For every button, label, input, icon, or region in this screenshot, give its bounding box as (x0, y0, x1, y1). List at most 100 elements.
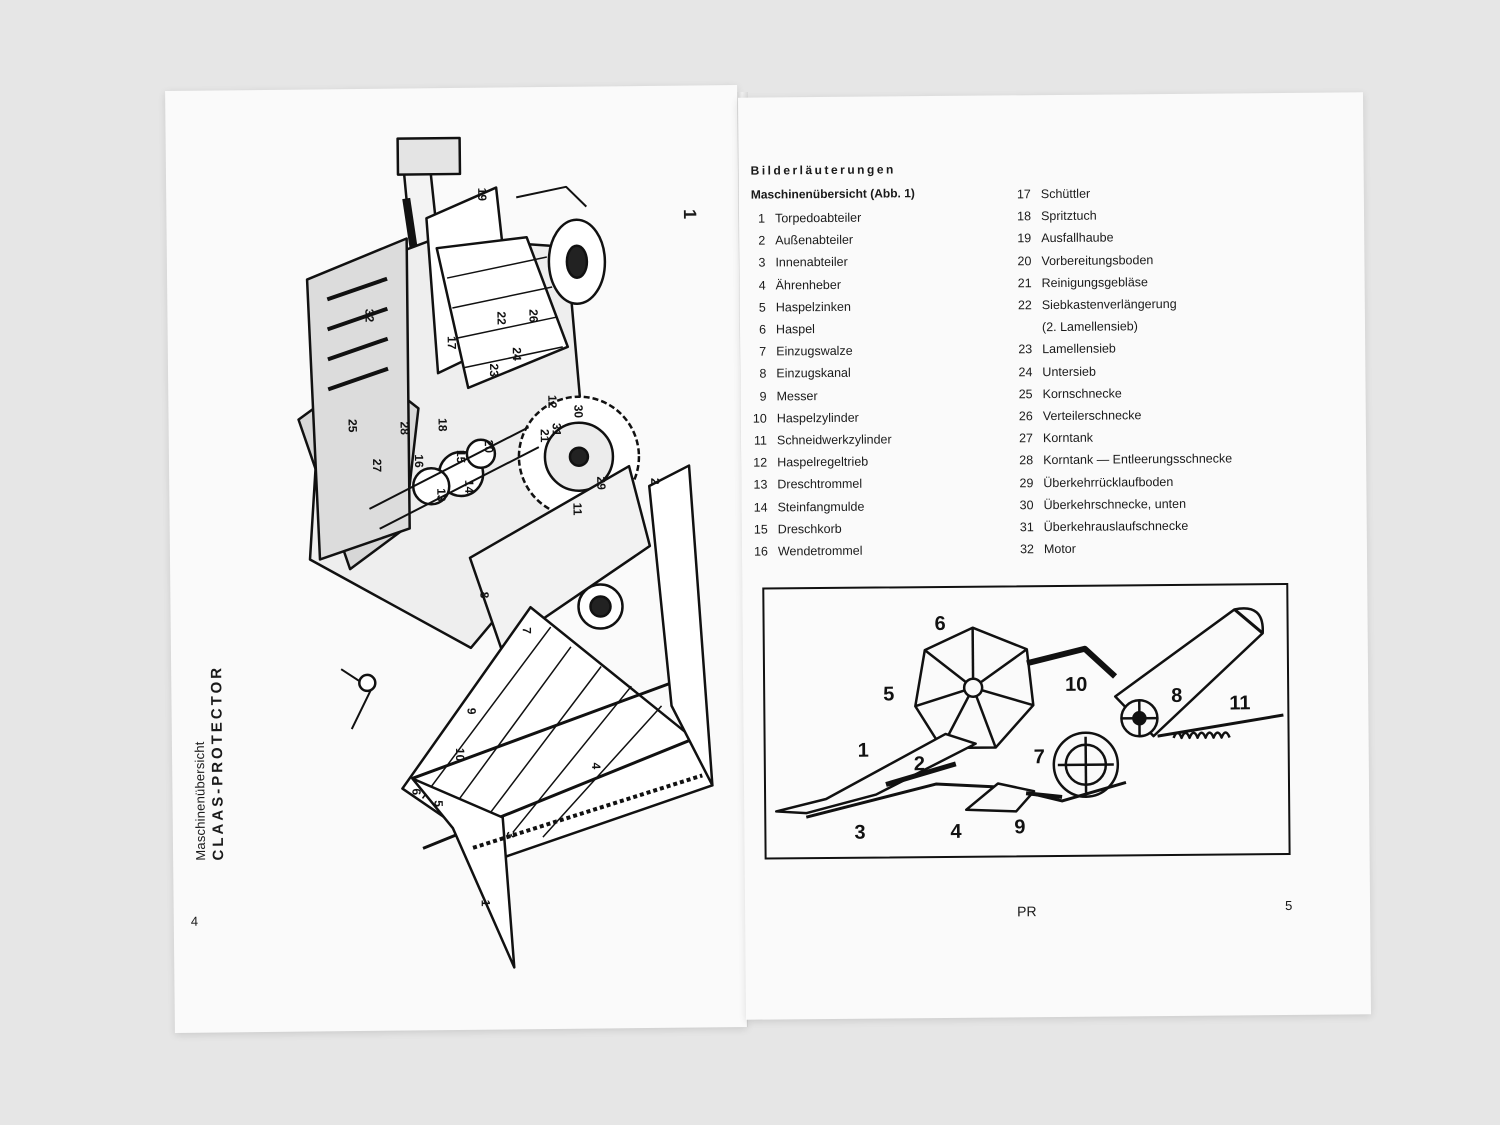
legend-row: 2 Außenabteiler (739, 229, 890, 253)
schematic-callout: 6 (934, 613, 945, 635)
legend-number: 13 (753, 477, 768, 492)
legend-label: Untersieb (1042, 364, 1096, 379)
callout-label: 18 (436, 418, 450, 432)
figure-number: 1 (679, 208, 700, 220)
callout-label: 17 (445, 336, 459, 350)
legend-label: Einzugskanal (776, 366, 851, 381)
legend-label: Motor (1043, 541, 1076, 557)
callout-label: 10 (453, 748, 467, 762)
legend-row: 32 Motor (1008, 536, 1233, 560)
legend-row: 8 Einzugskanal (740, 362, 891, 386)
callout-label: 13 (434, 488, 448, 502)
legend-row: 5 Haspelzinken (740, 295, 891, 319)
legend-number: 18 (1017, 209, 1032, 224)
legend-number: 20 (1017, 253, 1032, 268)
callout-label: 2 (648, 478, 662, 485)
schematic-callout: 4 (950, 821, 962, 843)
legend-number: 15 (753, 522, 768, 537)
legend-label: Steinfangmulde (777, 499, 865, 514)
legend-number: 6 (758, 322, 767, 337)
legend-label: Siebkastenverlängerung (1041, 296, 1177, 313)
callout-label: 22 (494, 311, 508, 325)
legend-label: Schüttler (1040, 186, 1091, 202)
legend-label: Haspel (775, 322, 815, 337)
legend-row: 14 Steinfangmulde (741, 495, 892, 519)
callout-label: 5 (432, 800, 446, 807)
callout-label: 24 (510, 347, 524, 361)
legend-number: 9 (759, 389, 767, 404)
right-page: Bilderläuterungen Maschinenübersicht (Ab… (737, 92, 1372, 1020)
callout-label: 25 (346, 419, 360, 433)
schematic-callout: 2 (914, 753, 925, 775)
legend-number: 23 (1018, 342, 1033, 357)
legend-label: Schneidwerkzylinder (776, 432, 892, 448)
legend-number: 5 (758, 300, 766, 315)
page-number: 5 (1284, 897, 1293, 914)
callout-label: 31 (550, 423, 564, 437)
callout-label: 8 (477, 592, 491, 599)
legend-label: Haspelregeltrieb (777, 454, 869, 470)
legend-row: 21 Reinigungsgebläse (1006, 270, 1231, 294)
legend-number: 32 (1019, 542, 1035, 557)
schematic-callout: 3 (854, 822, 865, 844)
legend-number: 24 (1018, 364, 1033, 379)
legend-number: 16 (753, 544, 769, 559)
legend-label: Torpedoabteiler (774, 210, 862, 226)
legend-number: 3 (758, 255, 766, 271)
legend-row: 24 Untersieb (1006, 359, 1231, 383)
schematic-callout: 10 (1065, 674, 1087, 696)
schematic-callout: 9 (1014, 816, 1025, 838)
legend-label: Reinigungsgebläse (1041, 275, 1149, 290)
legend-label: Ausfallhaube (1041, 230, 1114, 246)
callout-label: 21 (538, 429, 552, 443)
legend-row: (2. Lamellensieb) (1006, 315, 1231, 339)
callout-label: 11 (570, 503, 584, 516)
legend-label: Korntank — Entleerungsschnecke (1043, 451, 1233, 468)
legend-number: 26 (1018, 409, 1033, 424)
legend-number: 8 (759, 366, 767, 381)
legend-label: Innenabteiler (775, 255, 848, 270)
legend-label: Kornschnecke (1042, 386, 1122, 401)
legend-label: Überkehrauslaufschnecke (1043, 518, 1189, 534)
legend-label: (2. Lamellensieb) (1041, 319, 1138, 335)
callout-label: 29 (594, 476, 608, 490)
legend-label: Haspelzinken (775, 299, 851, 315)
legend-label: Ährenheber (775, 277, 842, 293)
callout-label: 16 (412, 454, 426, 468)
callout-label: 9 (465, 708, 479, 715)
callout-label: 1 (479, 900, 493, 907)
legend-number: 14 (753, 500, 768, 515)
legend-row: 4 Ährenheber (740, 273, 891, 297)
legend-row: 20 Vorbereitungsboden (1005, 248, 1230, 272)
legend-number: 21 (1017, 276, 1032, 291)
legend-label: Vorbereitungsboden (1041, 252, 1154, 268)
section-subtitle: Maschinenübersicht (Abb. 1) (750, 186, 915, 202)
legend-number: 12 (753, 455, 768, 470)
callout-label: 7 (520, 627, 534, 634)
caption-title: CLAAS-PROTECTOR (208, 664, 228, 861)
legend-number: 2 (758, 233, 766, 248)
legend-number: 4 (758, 278, 766, 293)
callout-label: 30 (571, 405, 585, 419)
callout-label: 20 (482, 440, 496, 454)
legend-label: Außenabteiler (775, 233, 854, 248)
schematic-callout: 5 (883, 683, 894, 705)
footer-code: PR (1017, 903, 1037, 920)
legend-number: 30 (1019, 497, 1034, 513)
schematic-callout: 7 (1034, 746, 1045, 768)
caption-subtitle: Maschinenübersicht (191, 741, 209, 861)
